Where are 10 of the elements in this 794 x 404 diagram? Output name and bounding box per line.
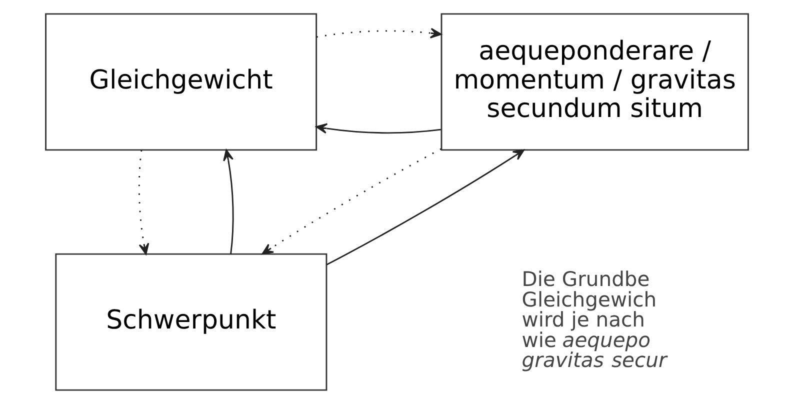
node-box: aequeponderare / momentum / gravitas secundum situm xyxy=(440,13,749,151)
arrow xyxy=(138,150,150,255)
arrow xyxy=(223,149,234,254)
label: Die Grundbe Gleichgewich wird je nach wie aequepo gravitas secur xyxy=(522,267,667,372)
arrow xyxy=(326,149,524,266)
node-box: Gleichgewicht xyxy=(45,13,318,151)
node-box: Schwerpunkt xyxy=(55,253,328,391)
arrow xyxy=(316,28,442,38)
arrow xyxy=(262,148,442,254)
arrow xyxy=(316,123,442,134)
